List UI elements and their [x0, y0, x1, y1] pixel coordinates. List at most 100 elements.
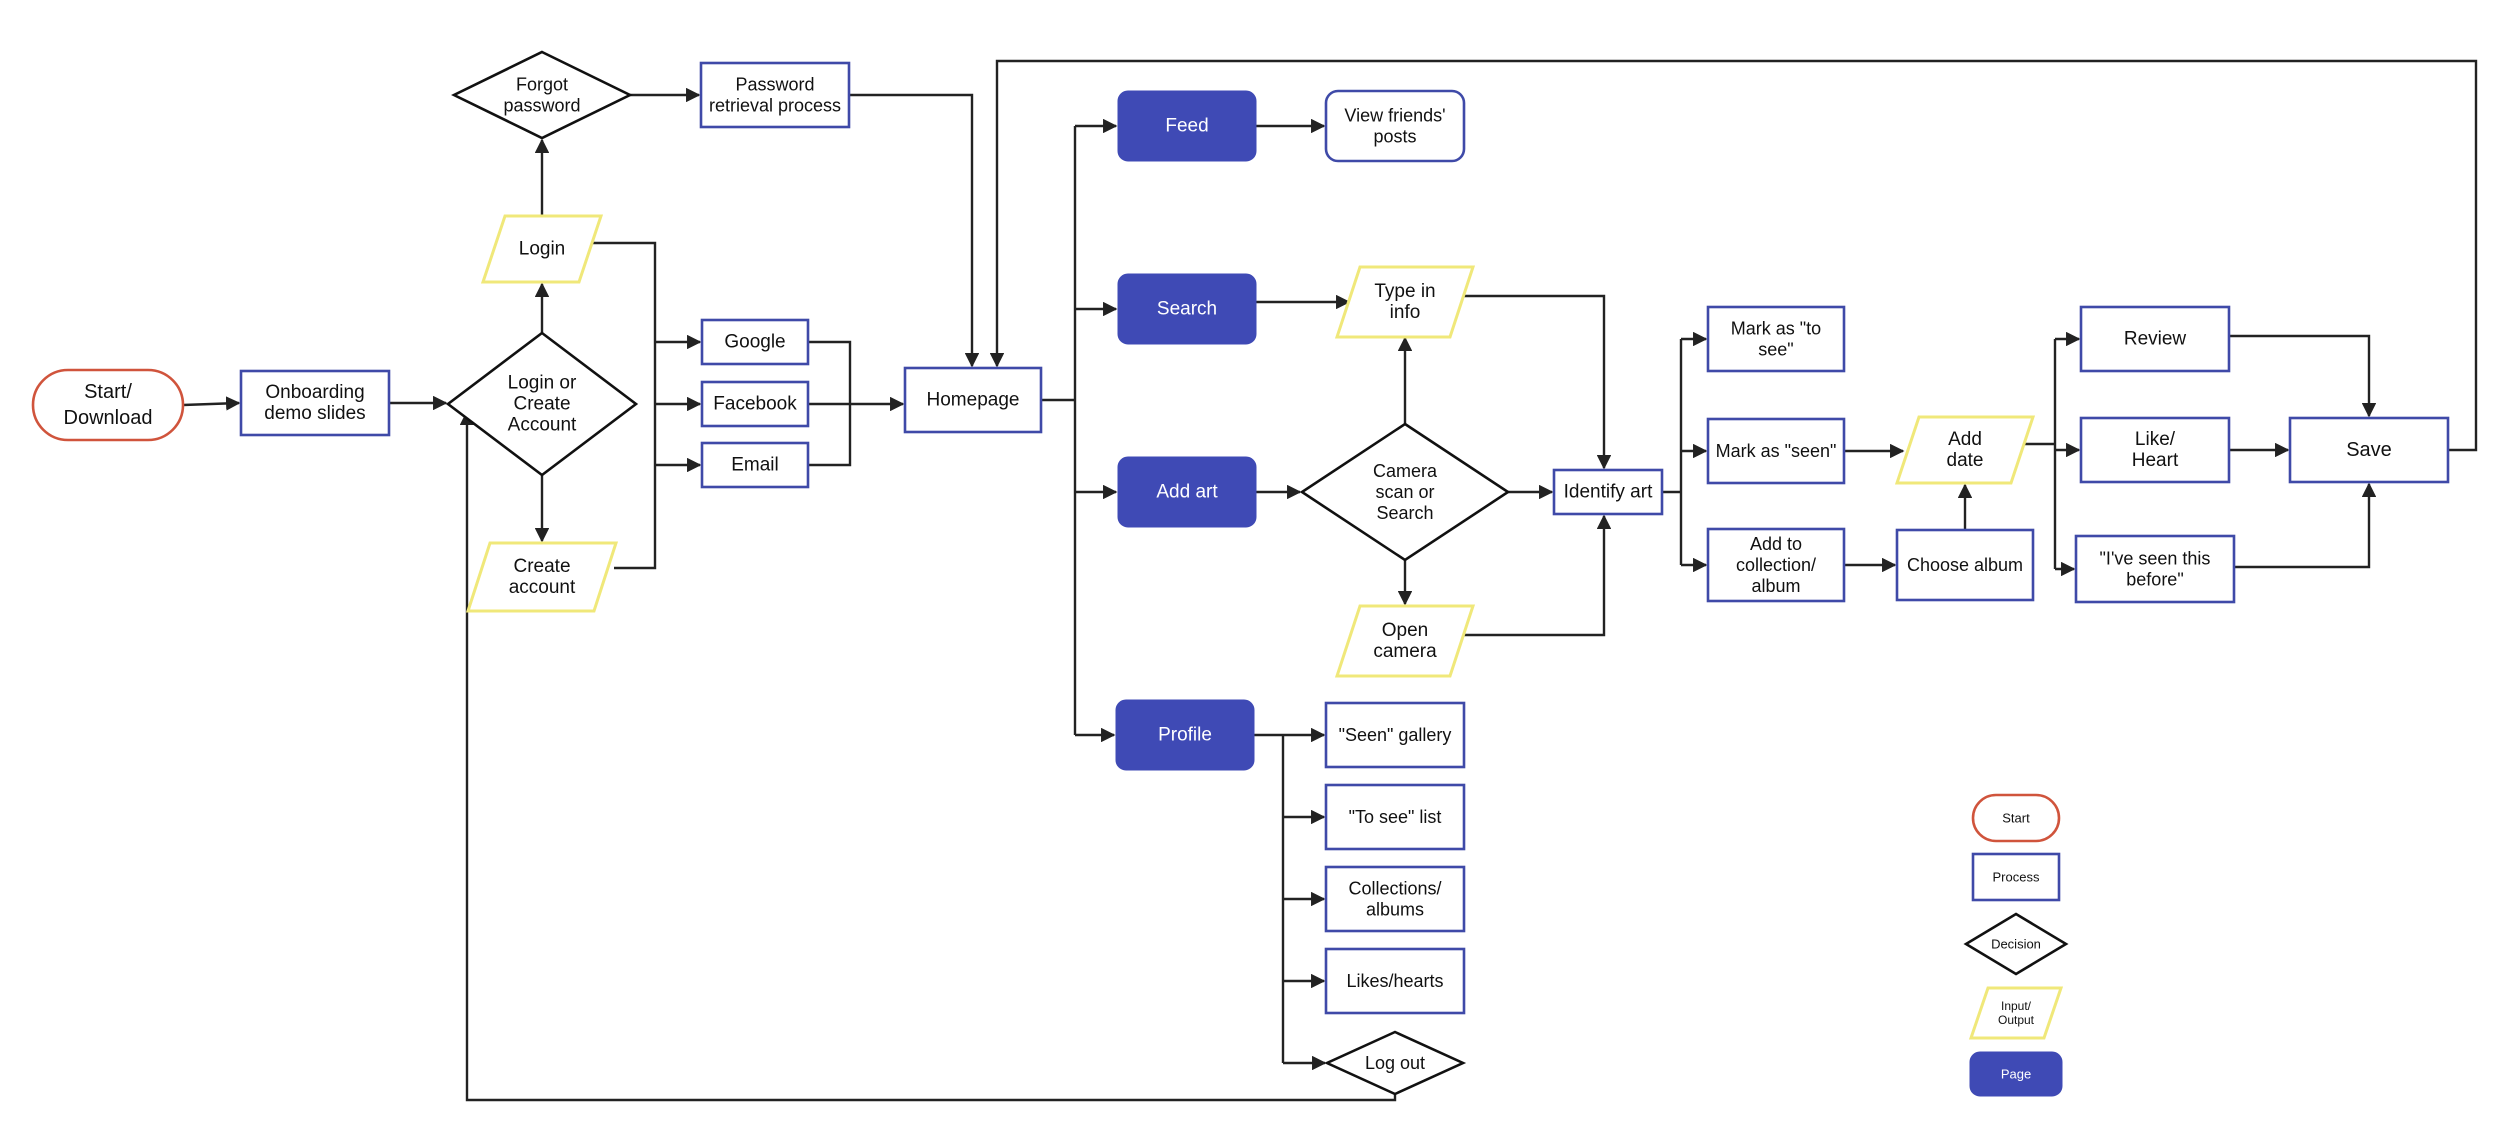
login-label: Login [519, 239, 566, 260]
view-friends-posts-label: posts [1373, 127, 1416, 147]
likes-hearts-label: Likes/hearts [1346, 971, 1443, 991]
arrow-retrieval-to-homepage [849, 93, 980, 368]
collections-albums-label: albums [1366, 900, 1424, 920]
start-download-shape [31, 368, 185, 442]
camera-scan-or-search-label: scan or [1375, 482, 1434, 502]
legend-decision-label: Decision [1991, 937, 2041, 952]
type-in-info-label: info [1390, 302, 1421, 323]
profile-shape [1115, 699, 1255, 771]
mark-seen-shape [1706, 417, 1846, 485]
node-search: Search [1117, 273, 1257, 345]
node-add-art: Add art [1117, 456, 1257, 528]
seen-before-label: "I've seen this [2100, 549, 2211, 569]
node-login: Login [480, 214, 604, 284]
legend-io-shape [1968, 986, 2064, 1040]
password-retrieval-shape [699, 61, 851, 129]
node-like-heart: Like/Heart [2079, 416, 2231, 484]
password-retrieval-label: Password [735, 75, 814, 95]
create-account-label: Create [513, 556, 570, 577]
review-shape [2079, 305, 2231, 373]
homepage-shape [903, 366, 1043, 434]
create-account-shape [465, 541, 619, 613]
seen-before-label: before" [2126, 570, 2183, 590]
arrow-logout-to-login-or-create [459, 410, 1397, 1102]
arrow-seen-before-to-save [2234, 482, 2377, 569]
onboarding-shape [239, 369, 391, 437]
legend-process-shape [1971, 852, 2061, 902]
feed-label: Feed [1165, 116, 1208, 137]
legend-start-label: Start [2002, 811, 2030, 826]
collections-albums-shape [1324, 865, 1466, 933]
homepage-label: Homepage [927, 390, 1020, 411]
arrow-start-to-onboarding [182, 396, 241, 411]
add-art-label: Add art [1156, 482, 1218, 503]
legend-page-shape [1969, 1051, 2063, 1097]
feed-shape [1117, 90, 1257, 162]
password-retrieval-label: retrieval process [709, 96, 841, 116]
search-shape [1117, 273, 1257, 345]
arrow-review-to-save [2229, 334, 2377, 418]
login-or-create-label: Account [508, 415, 577, 436]
node-seen-gallery: "Seen" gallery [1324, 701, 1466, 769]
search-label: Search [1157, 299, 1217, 320]
legend-decision: Decision [1963, 912, 2069, 976]
node-facebook: Facebook [700, 380, 810, 428]
log-out-label: Log out [1365, 1053, 1425, 1073]
google-label: Google [724, 332, 785, 353]
node-email: Email [700, 441, 810, 489]
node-homepage: Homepage [903, 366, 1043, 434]
legend-io-label: Output [1998, 1013, 2035, 1027]
node-feed: Feed [1117, 90, 1257, 162]
forgot-password-label: password [503, 96, 580, 116]
view-friends-posts-label: View friends' [1344, 106, 1445, 126]
legend-process-label: Process [1993, 870, 2040, 885]
add-to-collection-shape [1706, 527, 1846, 603]
identify-art-shape [1552, 468, 1664, 516]
choose-album-shape [1895, 528, 2035, 602]
log-out-shape [1323, 1030, 1467, 1096]
save-label: Save [2346, 439, 2392, 461]
connector-auth-bus [590, 241, 657, 570]
camera-scan-or-search-label: Search [1376, 503, 1433, 523]
legend-decision-shape [1963, 912, 2069, 976]
save-shape [2288, 416, 2450, 484]
add-date-label: date [1947, 450, 1984, 471]
legend-start: Start [1971, 793, 2061, 843]
node-view-friends-posts: View friends'posts [1324, 89, 1466, 163]
arrow-type-info-to-identify [1462, 294, 1612, 470]
onboarding-label: demo slides [264, 403, 365, 424]
google-shape [700, 318, 810, 366]
node-identify-art: Identify art [1552, 468, 1664, 516]
start-download-label: Start/ [84, 381, 132, 403]
node-collections-albums: Collections/albums [1324, 865, 1466, 933]
choose-album-label: Choose album [1907, 555, 2023, 575]
add-date-shape [1894, 415, 2036, 485]
onboarding-label: Onboarding [265, 382, 364, 403]
node-log-out: Log out [1323, 1030, 1467, 1096]
to-see-list-label: "To see" list [1349, 807, 1442, 827]
seen-before-shape [2074, 534, 2236, 604]
open-camera-shape [1334, 604, 1476, 678]
node-review: Review [2079, 305, 2231, 373]
legend-page: Page [1969, 1051, 2063, 1097]
add-date-label: Add [1948, 429, 1982, 450]
like-heart-label: Like/ [2135, 429, 2176, 450]
login-or-create-label: Login or [508, 373, 577, 394]
camera-scan-or-search-label: Camera [1373, 461, 1438, 481]
node-choose-album: Choose album [1895, 528, 2035, 602]
create-account-label: account [509, 577, 576, 598]
legend-io-label: Input/ [2001, 999, 2032, 1013]
facebook-label: Facebook [713, 394, 797, 415]
node-start-download: Start/Download [31, 368, 185, 442]
facebook-shape [700, 380, 810, 428]
